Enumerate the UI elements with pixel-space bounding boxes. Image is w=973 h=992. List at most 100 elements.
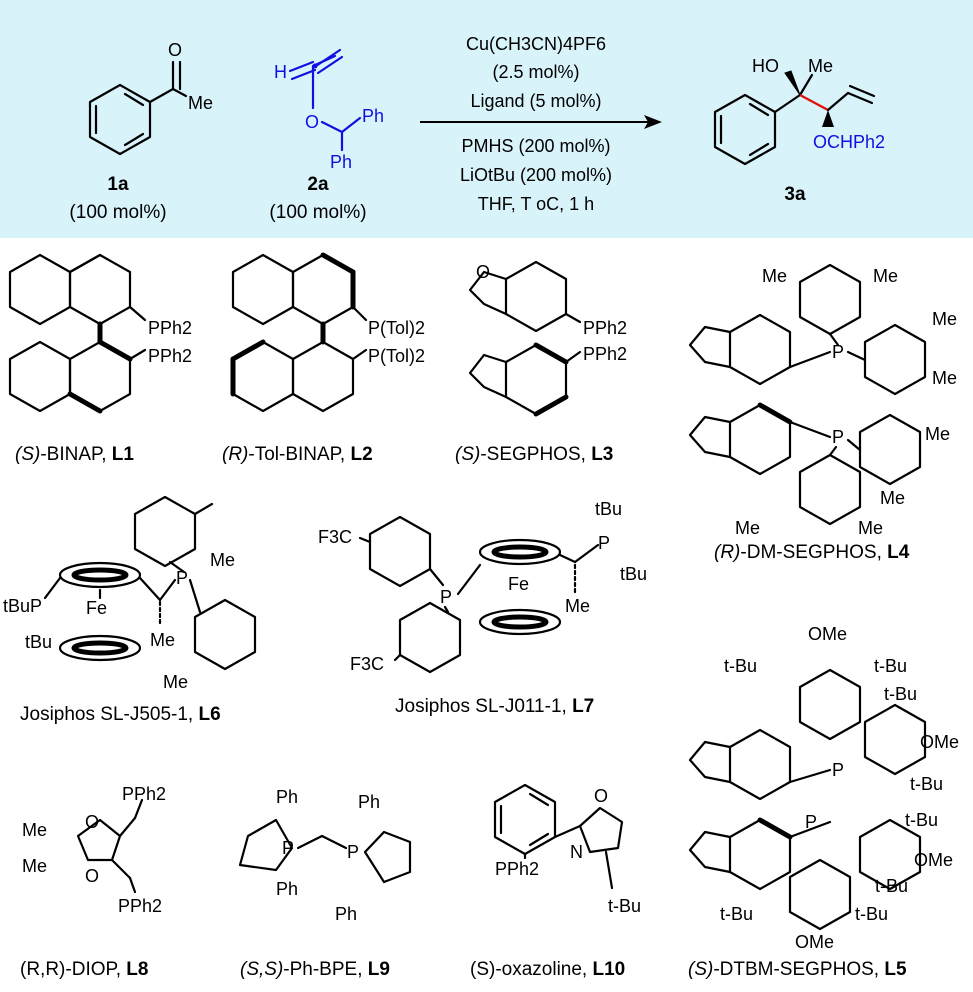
l6-methyl-1: Me	[150, 630, 175, 650]
l8-phosphine-2: PPh2	[118, 896, 162, 916]
l7-cf3-2: F3C	[350, 654, 384, 674]
l8-oxygen-1: O	[85, 812, 99, 832]
l4-phosphorus-2: P	[832, 427, 844, 447]
ligand-l6-structure: Fe P tBu tBu Me P Me Me	[3, 495, 257, 692]
l5-tbu-1: t-Bu	[724, 656, 757, 676]
product-3a-label: 3a	[784, 184, 806, 205]
ligand-loading-text: Ligand (5 mol%)	[470, 91, 601, 111]
l2-phosphine-1: P(Tol)2	[368, 318, 425, 338]
l7-iron: Fe	[508, 574, 529, 594]
l9-phosphorus-1: P	[282, 838, 294, 858]
l4-methyl-4: Me	[932, 368, 957, 388]
reaction-banner	[0, 0, 973, 238]
ligand-l2-structure: P(Tol)2 P(Tol)2	[230, 252, 425, 413]
l4-methyl-2: Me	[873, 266, 898, 286]
l3-phosphine-1: PPh2	[583, 318, 627, 338]
phenyl-label-2: Ph	[330, 152, 352, 172]
l4-methyl-7: Me	[735, 518, 760, 538]
l4-methyl-8: Me	[858, 518, 883, 538]
reagent-1a-label: 1a	[107, 174, 129, 195]
l5-phosphorus-1: P	[832, 760, 844, 780]
l5-tbu-5: t-Bu	[905, 810, 938, 830]
ligand-l7-structure: F3C P F3C Fe Me P tBu tBu	[318, 499, 647, 674]
l9-phenyl-4: Ph	[335, 904, 357, 924]
l5-methoxy-1: OMe	[808, 624, 847, 644]
ligand-l9-structure: Ph Ph P P Ph Ph	[238, 787, 412, 924]
ligand-l10-structure: PPh2 O N t-Bu	[493, 783, 641, 916]
l5-tbu-3: t-Bu	[884, 684, 917, 704]
l1-phosphine-1: PPh2	[148, 318, 192, 338]
solvent-temperature-text: THF, T oC, 1 h	[478, 194, 594, 214]
allene-hydrogen: H	[274, 62, 287, 82]
catalyst-text: Cu(CH3CN)4PF6	[466, 34, 606, 54]
l10-nitrogen: N	[570, 842, 583, 862]
hydroxyl-label: HO	[752, 56, 779, 76]
l6-tbu-2: tBu	[25, 632, 52, 652]
carbonyl-oxygen: O	[168, 40, 182, 60]
ligand-l1-structure: PPh2 PPh2	[8, 253, 192, 414]
l5-methoxy-3: OMe	[914, 850, 953, 870]
l9-phenyl-3: Ph	[358, 792, 380, 812]
l8-phosphine-1: PPh2	[122, 784, 166, 804]
base-text: LiOtBu (200 mol%)	[460, 165, 612, 185]
l8-methyl-1: Me	[22, 820, 47, 840]
reagent-2a-structure: H O Ph Ph	[274, 48, 384, 172]
l3-phosphine-2: PPh2	[583, 344, 627, 364]
l1-phosphine-2: PPh2	[148, 346, 192, 366]
ether-substituent-label: OCHPh2	[813, 132, 885, 152]
reagent-1a-amount: (100 mol%)	[69, 202, 166, 223]
l5-tbu-8: t-Bu	[855, 904, 888, 924]
l9-phenyl-2: Ph	[276, 879, 298, 899]
l5-tbu-6: t-Bu	[875, 876, 908, 896]
l2-phosphine-2: P(Tol)2	[368, 346, 425, 366]
l10-oxygen: O	[594, 786, 608, 806]
l4-methyl-5: Me	[925, 424, 950, 444]
l6-phosphorus-1: P	[30, 596, 42, 616]
l8-oxygen-2: O	[85, 866, 99, 886]
l4-methyl-1: Me	[762, 266, 787, 286]
product-methyl-label: Me	[808, 56, 833, 76]
l7-phosphorus-1: P	[440, 587, 452, 607]
l8-methyl-2: Me	[22, 856, 47, 876]
ligand-l10-caption: (S)-oxazoline, L10	[470, 959, 625, 980]
ligand-l5-structure: P P OMe t-Bu t-Bu t-Bu OMe t-Bu t-Bu OMe…	[688, 624, 959, 952]
l7-methyl: Me	[565, 596, 590, 616]
ligand-l8-structure: O O Me Me PPh2 PPh2	[22, 784, 166, 916]
ligand-l9-caption: (S,S)-Ph-BPE, L9	[240, 959, 390, 980]
l6-iron: Fe	[86, 598, 107, 618]
reductant-text: PMHS (200 mol%)	[461, 136, 610, 156]
reaction-arrowhead	[644, 115, 662, 129]
l5-tbu-7: t-Bu	[720, 904, 753, 924]
ligand-l6-caption: Josiphos SL-J505-1, L6	[20, 704, 221, 725]
l10-tbu: t-Bu	[608, 896, 641, 916]
ligand-l3-structure: O PPh2 PPh2	[468, 260, 627, 417]
reagent-1a-structure: O Me	[88, 40, 213, 156]
l7-phosphorus-2: P	[598, 533, 610, 553]
l7-cf3-1: F3C	[318, 527, 352, 547]
l9-phenyl-1: Ph	[276, 787, 298, 807]
l5-tbu-4: t-Bu	[910, 774, 943, 794]
l5-methoxy-4: OMe	[795, 932, 834, 952]
l10-phosphine: PPh2	[495, 859, 539, 879]
ligand-l1-caption: (S)-BINAP, L1	[15, 444, 134, 465]
reagent-2a-amount: (100 mol%)	[269, 202, 366, 223]
catalyst-loading-text: (2.5 mol%)	[492, 62, 579, 82]
l3-dioxole-o: O	[476, 262, 490, 282]
l7-tbu-1: tBu	[595, 499, 622, 519]
ligand-l4-structure: P P Me Me Me Me Me Me Me Me	[688, 263, 957, 538]
ligand-l3-caption: (S)-SEGPHOS, L3	[455, 444, 613, 465]
l5-phosphorus-2: P	[805, 812, 817, 832]
l9-phosphorus-2: P	[347, 842, 359, 862]
methyl-label: Me	[188, 93, 213, 113]
ether-oxygen: O	[305, 112, 319, 132]
l4-methyl-6: Me	[880, 488, 905, 508]
phenyl-label-1: Ph	[362, 106, 384, 126]
product-3a-structure: HO Me OCHPh2	[713, 56, 885, 166]
ligand-l2-caption: (R)-Tol-BINAP, L2	[222, 444, 373, 465]
reagent-2a-label: 2a	[307, 174, 329, 195]
l7-tbu-2: tBu	[620, 564, 647, 584]
ligand-l5-caption: (S)-DTBM-SEGPHOS, L5	[688, 959, 907, 980]
l6-methyl-3: Me	[163, 672, 188, 692]
ligand-l7-caption: Josiphos SL-J011-1, L7	[395, 696, 594, 717]
